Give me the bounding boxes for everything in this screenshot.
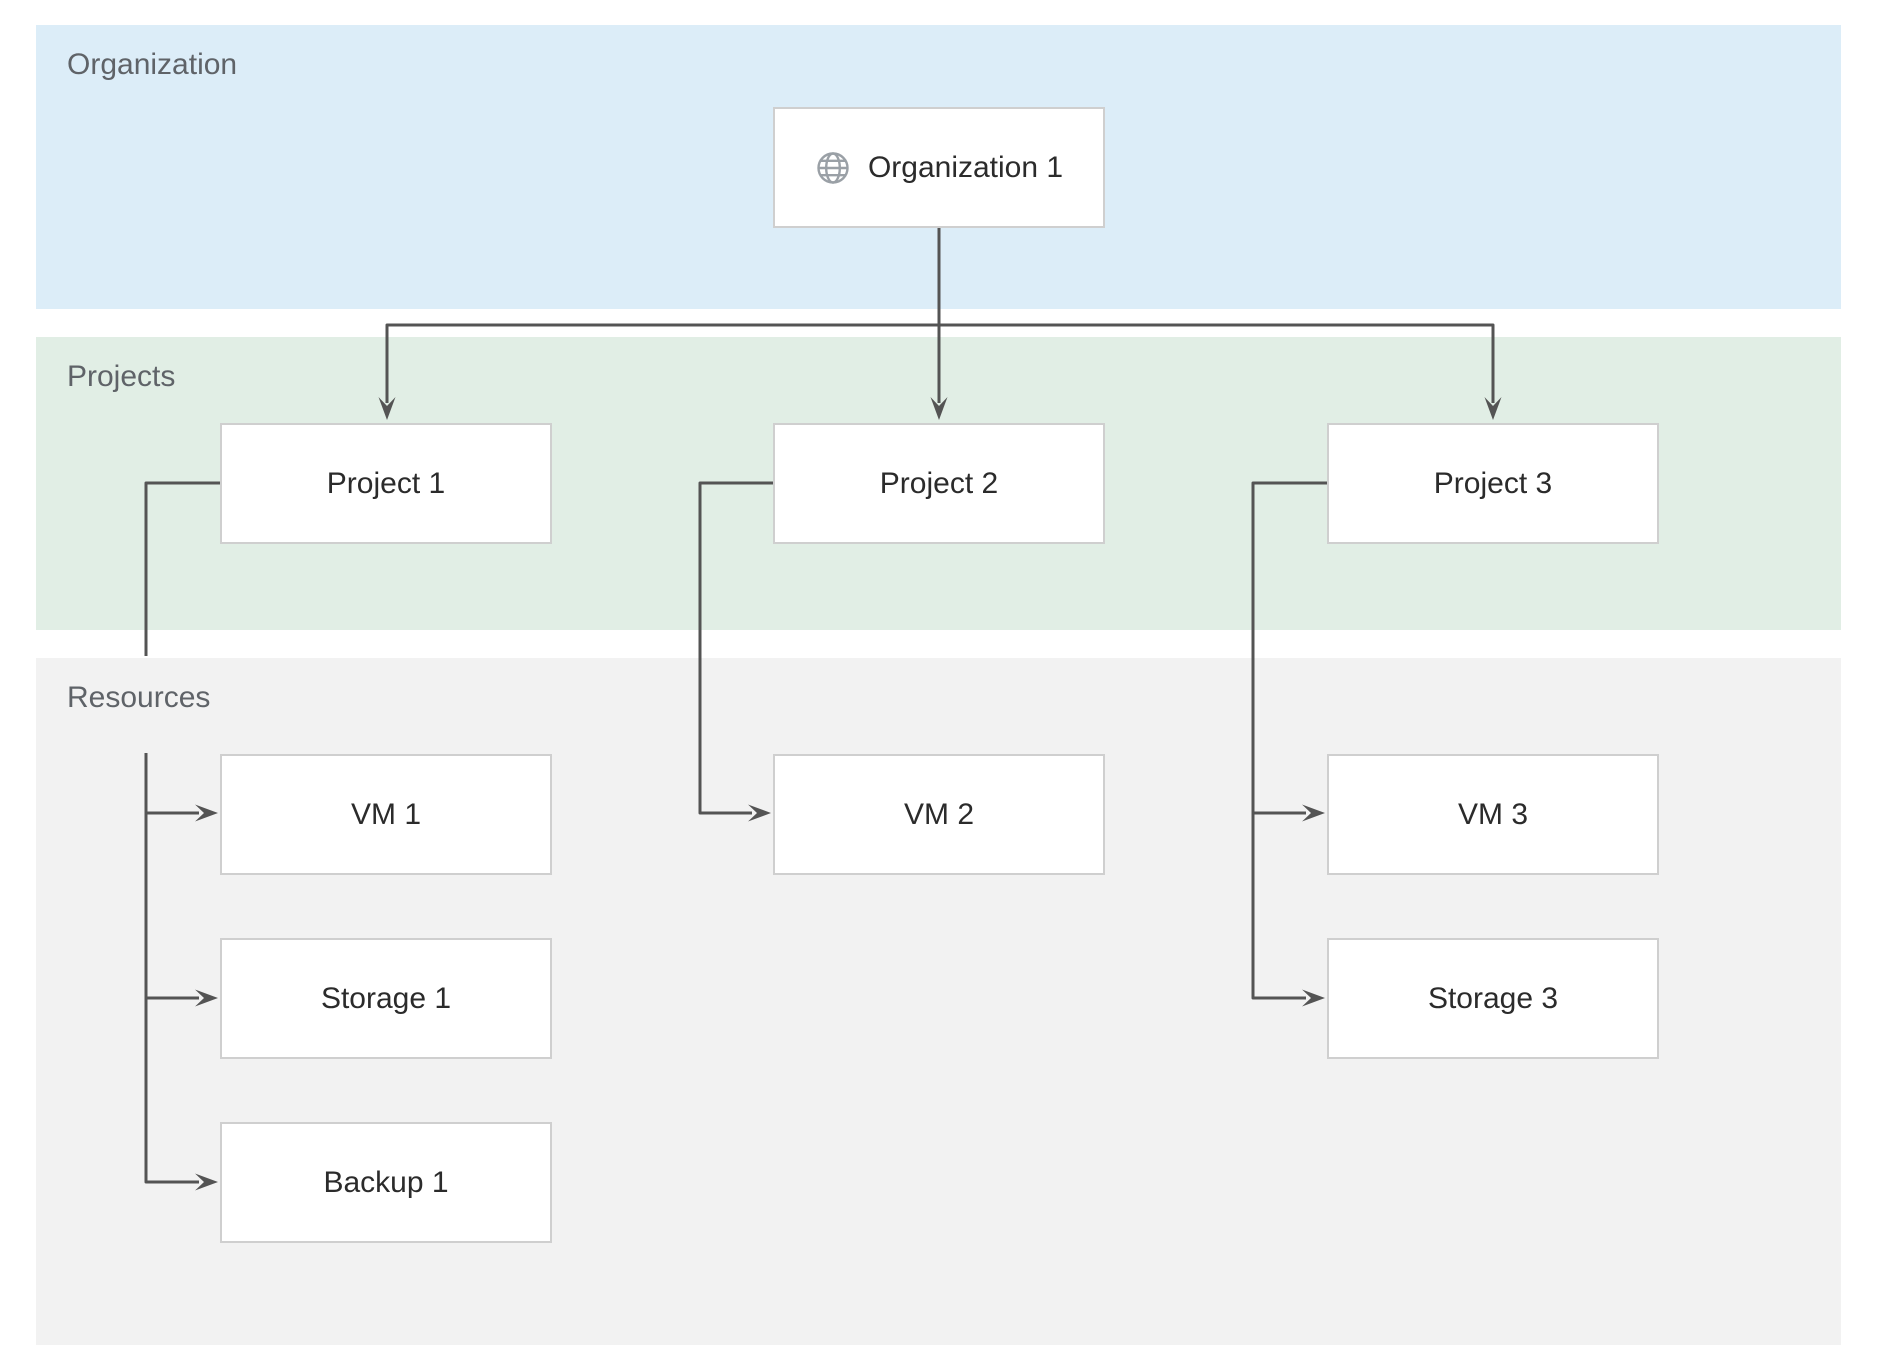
band-resources-label: Resources [67, 681, 211, 714]
node-label: Organization 1 [867, 150, 1064, 184]
node-label: Storage 3 [1427, 981, 1559, 1015]
node-vm-2: VM 2 [773, 754, 1105, 875]
node-vm-1: VM 1 [220, 754, 552, 875]
node-vm-3: VM 3 [1327, 754, 1659, 875]
node-label: Backup 1 [323, 1165, 449, 1199]
node-label: Project 3 [1433, 466, 1553, 500]
node-label: Project 1 [326, 466, 446, 500]
band-projects-label: Projects [67, 360, 176, 393]
node-organization-1: Organization 1 [773, 107, 1105, 228]
node-backup-1: Backup 1 [220, 1122, 552, 1243]
node-label: Project 2 [879, 466, 999, 500]
node-storage-1: Storage 1 [220, 938, 552, 1059]
globe-icon [817, 151, 849, 184]
node-project-2: Project 2 [773, 423, 1105, 544]
node-project-1: Project 1 [220, 423, 552, 544]
band-organization-label: Organization [67, 48, 238, 81]
node-storage-3: Storage 3 [1327, 938, 1659, 1059]
node-label: VM 3 [1457, 797, 1529, 831]
node-label: Storage 1 [320, 981, 452, 1015]
node-project-3: Project 3 [1327, 423, 1659, 544]
node-label: VM 2 [903, 797, 975, 831]
node-label: VM 1 [350, 797, 422, 831]
